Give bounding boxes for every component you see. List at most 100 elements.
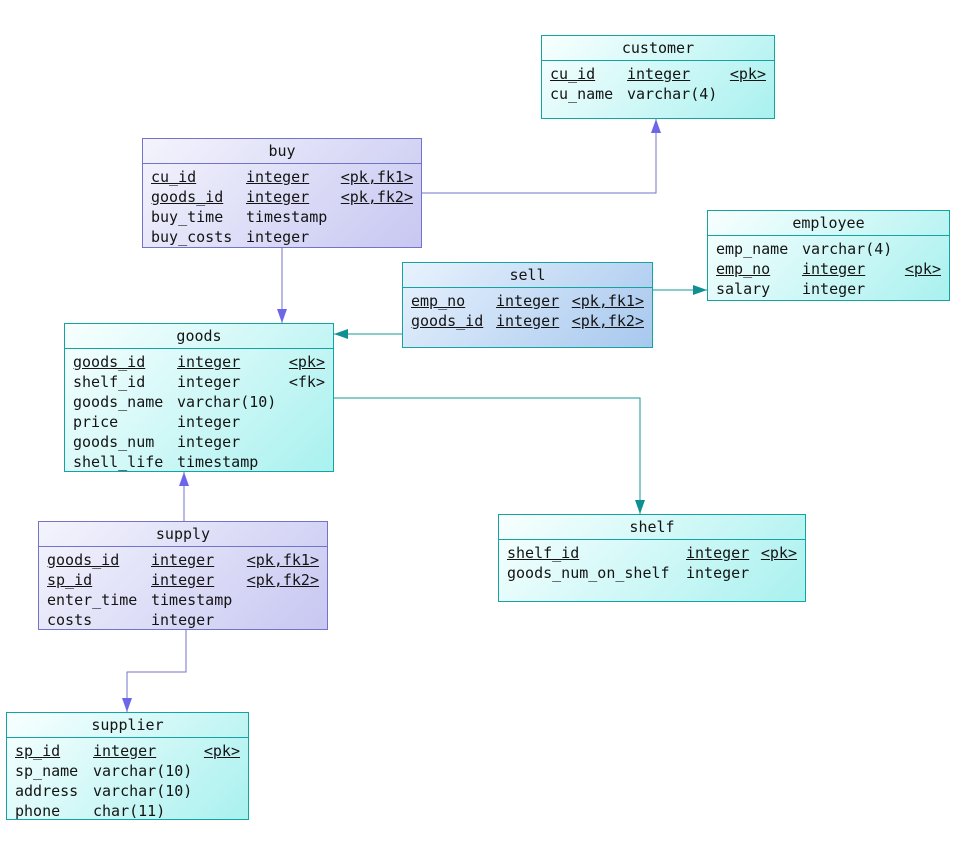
column-type: timestamp [177, 453, 259, 471]
column-name: sp_name [15, 762, 79, 780]
column-type: timestamp [246, 208, 328, 226]
column-key: <fk> [288, 373, 325, 391]
column-name: price [73, 413, 119, 431]
column-row: goods_num_on_shelf integer [507, 563, 797, 583]
column-name: salary [716, 280, 771, 298]
column-name: costs [47, 611, 93, 629]
column-name: sp_id [47, 571, 93, 589]
column-key: <pk,fk1> [340, 168, 413, 186]
column-name: emp_name [716, 240, 789, 258]
table-title-buy: buy [143, 139, 421, 164]
table-title-sell: sell [403, 263, 652, 288]
column-row: emp_no integer <pk,fk1> [411, 291, 644, 311]
column-type: integer [246, 188, 310, 206]
column-type: integer [686, 544, 750, 562]
arrowhead-up-icon [179, 472, 189, 486]
column-type: varchar(10) [177, 393, 277, 411]
connector-supply-goods[interactable] [179, 472, 189, 521]
column-name: buy_costs [151, 228, 233, 246]
arrowhead-down-icon [277, 309, 287, 323]
column-row: costs integer [47, 610, 319, 630]
column-name: address [15, 782, 79, 800]
column-type: integer [246, 168, 310, 186]
column-name: shelf_id [507, 544, 580, 562]
column-name: sp_id [15, 742, 61, 760]
column-name: cu_name [550, 85, 614, 103]
column-type: varchar(10) [93, 762, 193, 780]
connector-line [126, 630, 187, 712]
column-key: <pk> [729, 65, 766, 83]
column-type: integer [93, 742, 157, 760]
column-key: <pk> [760, 544, 797, 562]
arrowhead-down-icon [122, 698, 132, 712]
column-type: varchar(10) [93, 782, 193, 800]
column-name: goods_num_on_shelf [507, 564, 670, 582]
column-name: shelf_id [73, 373, 146, 391]
connector-sell-employee[interactable] [653, 285, 707, 295]
arrowhead-right-icon [693, 285, 707, 295]
column-name: emp_no [716, 260, 771, 278]
column-row: shelf_id integer <fk> [73, 372, 325, 392]
column-key: <pk,fk1> [571, 292, 644, 310]
column-type: integer [151, 551, 215, 569]
column-type: varchar(4) [802, 240, 893, 258]
table-title-supplier: supplier [7, 713, 248, 738]
table-title-shelf: shelf [499, 515, 805, 540]
connector-line [334, 397, 641, 514]
column-name: goods_name [73, 393, 164, 411]
column-row: goods_name varchar(10) [73, 392, 325, 412]
column-row: goods_id integer <pk,fk1> [47, 550, 319, 570]
column-row: address varchar(10) [15, 781, 240, 801]
column-name: phone [15, 802, 61, 820]
column-name: emp_no [411, 292, 466, 310]
connector-goods-shelf[interactable] [334, 397, 645, 514]
column-name: buy_time [151, 208, 224, 226]
column-name: goods_id [47, 551, 120, 569]
connector-buy-customer[interactable] [422, 119, 661, 194]
column-row: sp_name varchar(10) [15, 761, 240, 781]
column-type: integer [177, 353, 241, 371]
column-type: integer [177, 373, 241, 391]
column-name: goods_id [411, 312, 484, 330]
connector-buy-goods[interactable] [277, 248, 287, 323]
column-type: varchar(4) [627, 85, 718, 103]
column-row: goods_id integer <pk,fk2> [411, 311, 644, 331]
column-key: <pk,fk1> [246, 551, 319, 569]
column-type: integer [496, 312, 560, 330]
column-type: integer [151, 611, 215, 629]
column-key: <pk> [288, 353, 325, 371]
column-type: integer [496, 292, 560, 310]
connector-sell-goods[interactable] [334, 329, 402, 339]
column-name: goods_num [73, 433, 155, 451]
column-name: goods_id [151, 188, 224, 206]
column-row: emp_name varchar(4) [716, 239, 941, 259]
connector-line [422, 119, 657, 194]
table-title-goods: goods [65, 324, 333, 349]
column-type: integer [686, 564, 750, 582]
column-key: <pk,fk2> [571, 312, 644, 330]
connector-supply-supplier[interactable] [122, 630, 187, 712]
